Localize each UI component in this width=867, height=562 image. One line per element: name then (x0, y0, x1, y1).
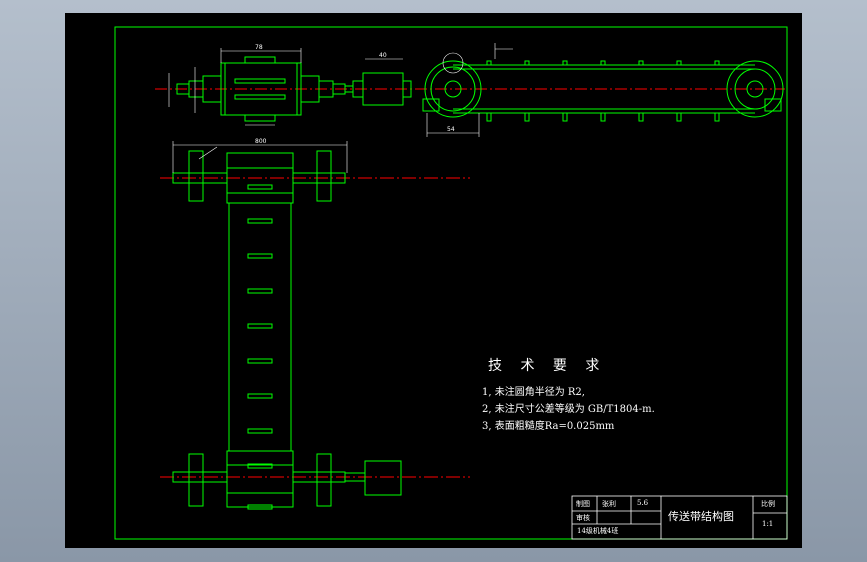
roller-length-dim: 78 (255, 44, 263, 51)
motor-width-dim: 40 (379, 52, 387, 59)
tech-requirement-2: 2, 未注尺寸公差等级为 GB/T1804-m. (482, 404, 655, 415)
tech-requirement-1: 1, 未注圆角半径为 R2, (482, 387, 585, 398)
title-block-designer-label: 制图 (576, 500, 590, 508)
conveyor-side-view (415, 60, 785, 122)
title-block-sheet-no: 5.6 (637, 499, 649, 507)
title-block-drawing-name: 传送带结构图 (668, 510, 734, 523)
side-view-dimensions (426, 43, 513, 137)
title-block-checker-label: 审核 (576, 514, 590, 522)
overall-width-dim: 800 (255, 138, 267, 145)
drawing-frame (114, 26, 788, 540)
roller-dimension-lines (168, 48, 403, 126)
drawing-sheet: 78 40 (65, 13, 802, 548)
title-block-designer-name: 张利 (602, 500, 616, 508)
conveyor-plan-view (160, 150, 470, 510)
plan-view-dimensions (172, 141, 348, 173)
roller-detail-view (155, 56, 425, 122)
tech-requirements-title: 技 术 要 求 (488, 358, 607, 374)
title-block (571, 495, 788, 540)
title-block-school: 14级机械4班 (577, 527, 619, 535)
cad-drawing: 78 40 (114, 26, 788, 540)
title-block-scale-value: 1:1 (762, 520, 774, 528)
tech-requirement-3: 3, 表面粗糙度Ra=0.025mm (482, 421, 615, 432)
title-block-scale-label: 比例 (761, 500, 775, 508)
side-width-dim: 54 (447, 126, 455, 133)
